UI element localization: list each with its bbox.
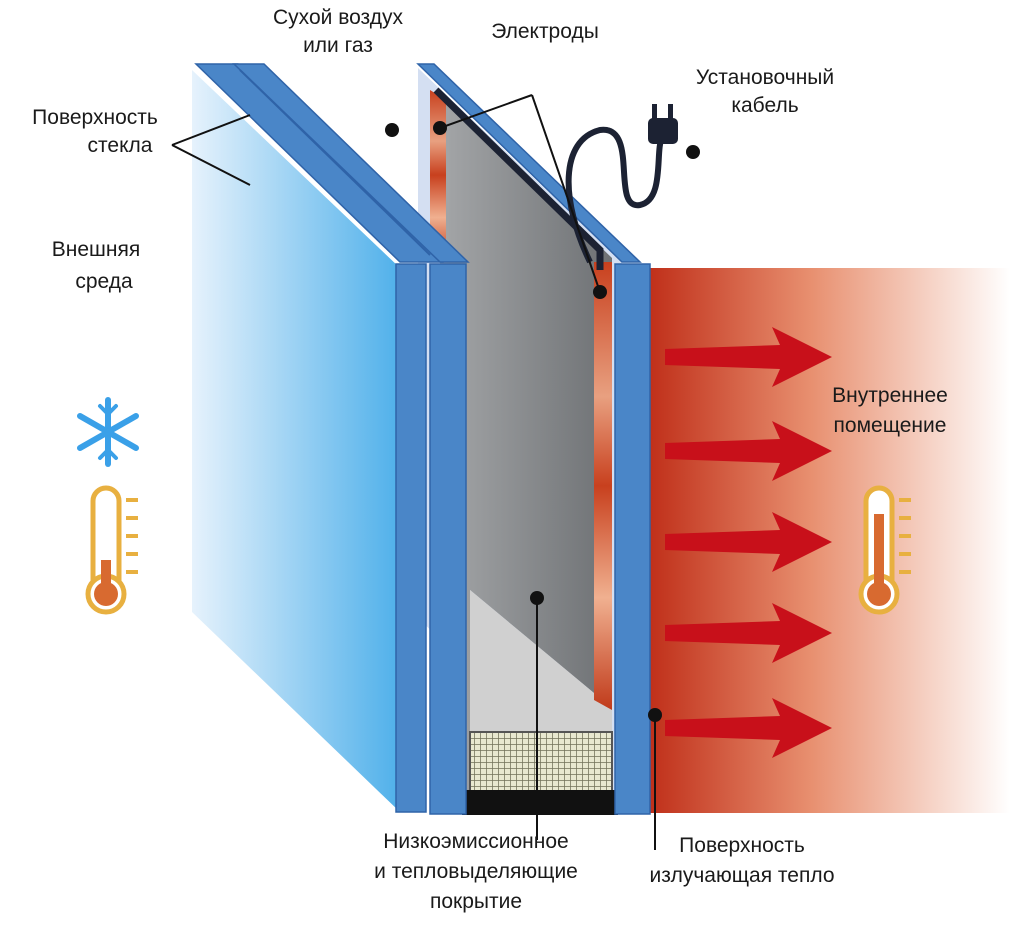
label-line: Установочный (696, 66, 834, 89)
outer-glass-pane (192, 63, 470, 813)
installation-cable (565, 126, 665, 264)
heat-arrow (665, 512, 832, 572)
label-line: и тепловыделяющие (374, 860, 578, 883)
leader-lines (171, 94, 656, 850)
label-line: Электроды (491, 20, 599, 43)
label-outside: Внешняя среда (52, 238, 140, 293)
label-line: Низкоэмиссионное (383, 830, 568, 853)
label-dry-air: Сухой воздух или газ (273, 6, 403, 57)
label-line: среда (75, 270, 133, 293)
thermometer-warm-icon (858, 485, 911, 615)
heat-arrow (665, 327, 832, 387)
label-line: Поверхность (32, 106, 158, 129)
label-line: помещение (834, 414, 947, 437)
label-glass-surface: Поверхность стекла (32, 106, 158, 157)
heat-arrow (665, 698, 832, 758)
heat-arrows (665, 327, 832, 758)
label-line: Внутреннее (832, 384, 948, 407)
label-cable: Установочный кабель (696, 66, 834, 117)
label-line: излучающая тепло (649, 864, 834, 887)
inner-glass-pane (416, 63, 651, 815)
electrode-right (594, 262, 612, 710)
marker-dots (385, 121, 700, 722)
label-line: Сухой воздух (273, 6, 403, 29)
thermometer-cold-icon (85, 485, 138, 615)
label-inside: Внутреннее помещение (832, 384, 948, 437)
heat-arrow (665, 421, 832, 481)
label-line: Поверхность (679, 834, 805, 857)
label-line: покрытие (430, 890, 522, 913)
label-line: кабель (731, 94, 798, 117)
label-coating: Низкоэмиссионное и тепловыделяющие покры… (374, 830, 578, 913)
label-line: или газ (303, 34, 373, 57)
label-line: Внешняя (52, 238, 140, 261)
heating-mesh (469, 731, 613, 793)
label-radiating-surface: Поверхность излучающая тепло (649, 834, 834, 887)
plug-icon (648, 104, 678, 144)
label-electrodes: Электроды (491, 20, 599, 43)
label-line: стекла (88, 134, 153, 157)
snowflake-icon (77, 397, 139, 467)
heat-arrow (665, 603, 832, 663)
